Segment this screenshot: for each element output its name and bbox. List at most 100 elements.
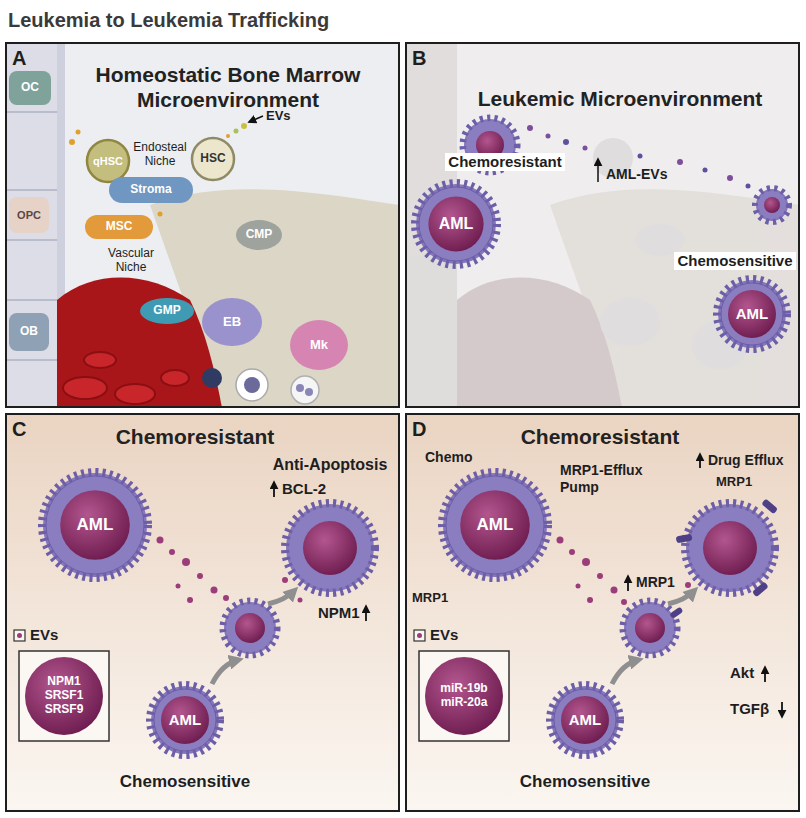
state-label: Chemoresistant	[445, 153, 564, 171]
panel-letter: C	[12, 418, 26, 441]
cell-label: OPC	[17, 209, 41, 222]
effect-label: Anti-Apoptosis	[273, 455, 388, 474]
cell-label: AML	[169, 711, 202, 728]
aml-cell-body	[46, 476, 144, 574]
ev-label: EVs	[266, 108, 291, 124]
panel-heading: Chemoresistant	[470, 424, 730, 449]
ev-label: EVs	[30, 626, 58, 644]
aml-nucleus	[728, 290, 776, 338]
cell-label: AML	[569, 711, 602, 728]
aml-cell-body	[554, 689, 616, 751]
panel-heading: Homeostatic Bone Marrow Microenvironment	[78, 62, 378, 112]
cell-label-wrap: AML	[545, 680, 625, 760]
ev-cargo-box: NPM1 SRSF1 SRSF9	[18, 650, 110, 742]
pathway-label: Akt	[730, 664, 754, 682]
cell-label: GMP	[153, 304, 180, 318]
cell-label: EB	[223, 315, 241, 330]
cell-label-wrap: AML	[145, 680, 225, 760]
aml-nucleus	[161, 696, 209, 744]
cell-body	[192, 138, 234, 180]
aml-cell-spikes	[443, 473, 547, 577]
niche-label: Endosteal Niche	[131, 140, 189, 169]
aml-cell-spikes	[43, 473, 147, 577]
ev-cargo-box: miR-19b miR-20a	[418, 650, 510, 742]
cell-label: qHSC	[93, 155, 123, 168]
cell-label: AML	[77, 515, 114, 535]
npm1-transfer-scene	[5, 413, 400, 812]
marrow-cell: HSC	[190, 136, 236, 182]
aml-cell-spikes	[151, 686, 219, 754]
aml-cell: AML	[712, 274, 792, 354]
cell-label: HSC	[200, 152, 225, 166]
panel: A Homeostatic Bone Marrow Microenvironmen…	[5, 42, 400, 408]
cargo-list: miR-19b miR-20a	[435, 682, 493, 710]
aml-cell-spikes	[416, 184, 496, 264]
mrp1-transfer-scene	[405, 413, 800, 812]
cell-body	[109, 177, 193, 203]
marrow-cell: GMP	[138, 296, 196, 326]
aml-nucleus	[561, 696, 609, 744]
ev-label: EVs	[430, 626, 458, 644]
cell-label: OC	[21, 81, 39, 95]
cell-label-wrap: AML	[712, 274, 792, 354]
effect-label: Drug Efflux	[708, 452, 783, 469]
cell-label-wrap: GMP	[138, 296, 196, 326]
cell-label-wrap: AML	[410, 178, 502, 270]
ev-label: AML-EVs	[606, 166, 667, 183]
cell-label-wrap: CMP	[234, 218, 284, 252]
marrow-cell: OC	[8, 70, 52, 106]
aml-cell: AML	[37, 467, 153, 583]
cell-label-wrap: NPM1 SRSF1 SRSF9	[18, 650, 110, 742]
cell-label: Mk	[310, 338, 328, 353]
extracellular-vesicle	[25, 657, 103, 735]
state-label: Chemosensitive	[520, 772, 650, 792]
cell-body	[290, 320, 348, 370]
aml-cell-spikes	[718, 280, 786, 348]
state-label: Chemosensitive	[120, 772, 250, 792]
cell-label: AML	[477, 515, 514, 535]
cell-label-wrap: MSC	[84, 214, 154, 240]
bone-marrow-scene	[5, 42, 400, 408]
marrow-cell: MSC	[84, 214, 154, 240]
cell-label-wrap: HSC	[190, 136, 236, 182]
marrow-cell: CMP	[234, 218, 284, 252]
cell-body	[85, 215, 153, 239]
aml-nucleus	[60, 490, 130, 560]
cell-label-wrap: AML	[37, 467, 153, 583]
pathway-label: TGFβ	[730, 700, 769, 718]
cell-label-wrap: OB	[8, 312, 50, 352]
aml-cell-body	[419, 187, 493, 261]
aml-nucleus	[428, 196, 483, 251]
protein-label: MRP1	[636, 574, 675, 591]
aml-cell-body	[721, 283, 783, 345]
cell-label-wrap: EB	[200, 296, 264, 348]
cell-label: CMP	[246, 228, 273, 242]
aml-cell-body	[446, 476, 544, 574]
aml-cell: AML	[410, 178, 502, 270]
cell-label-wrap: OPC	[8, 196, 50, 234]
panel-letter: D	[412, 418, 426, 441]
state-label: Chemosensitive	[674, 252, 795, 270]
aml-cell: AML	[437, 467, 553, 583]
figure-title: Leukemia to Leukemia Trafficking	[8, 9, 329, 32]
cell-body	[140, 298, 194, 324]
aml-nucleus	[460, 490, 530, 560]
cell-label-wrap: AML	[437, 467, 553, 583]
cell-body	[202, 298, 262, 346]
niche-label: Vascular Niche	[96, 246, 166, 275]
cell-body	[236, 220, 282, 250]
extracellular-vesicle	[425, 657, 503, 735]
cell-label: Stroma	[130, 183, 171, 197]
protein-label: NPM1	[318, 604, 360, 622]
marrow-cell: OPC	[8, 196, 50, 234]
drug-label: Chemo	[425, 449, 472, 466]
cell-label-wrap: OC	[8, 70, 52, 106]
cell-body	[87, 140, 129, 182]
panel-heading: Chemoresistant	[65, 424, 325, 449]
cargo-list: NPM1 SRSF1 SRSF9	[35, 675, 93, 716]
marrow-cell: OB	[8, 312, 50, 352]
panel-letter: A	[12, 47, 26, 70]
panel: BLeukemic MicroenvironmentAMLAML	[405, 42, 800, 408]
protein-label: BCL-2	[282, 480, 326, 498]
